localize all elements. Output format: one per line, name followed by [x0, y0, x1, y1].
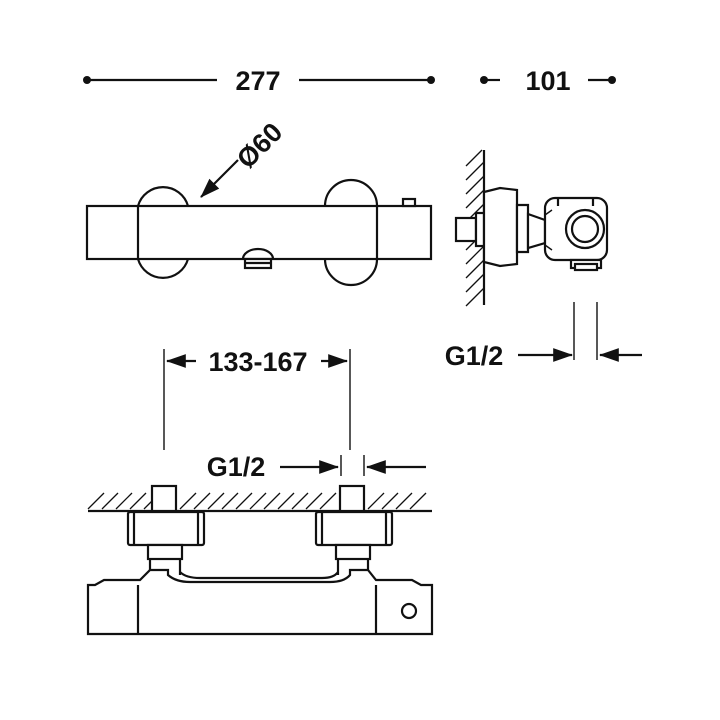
dimension-endpoint	[608, 76, 616, 84]
left-nut	[146, 543, 184, 561]
front-knobs	[136, 178, 379, 287]
dimension-endpoint	[427, 76, 435, 84]
left-coupling	[126, 510, 206, 547]
dimension-diameter: Ø60	[200, 117, 288, 198]
side-flange	[482, 186, 519, 268]
left-knob-bottom	[136, 258, 190, 279]
total-length-label: 277	[235, 66, 280, 96]
side-fixture	[454, 186, 609, 272]
body-hole	[400, 602, 418, 620]
dimension-total-length: 277	[83, 66, 435, 96]
depth-label: 101	[525, 66, 570, 96]
thread-bottom-label: G1/2	[207, 452, 266, 482]
mixer-body-top	[86, 568, 434, 636]
front-outlet	[241, 247, 275, 270]
right-nut	[334, 543, 372, 561]
right-coupling	[314, 510, 394, 547]
center-distance-label: 133-167	[208, 347, 307, 377]
top-view: 133-167 G1/2	[86, 347, 434, 636]
left-wall-inlet	[150, 484, 178, 513]
mixer-body-front	[85, 204, 433, 261]
right-knob-top	[323, 178, 379, 207]
right-knob-bottom	[323, 258, 379, 287]
bottom-wall	[87, 492, 432, 513]
top-nub	[401, 197, 417, 208]
right-wall-inlet	[338, 484, 366, 513]
dimension-depth: 101	[480, 66, 616, 96]
thread-side-label: G1/2	[445, 341, 504, 371]
diameter-label: Ø60	[231, 117, 288, 174]
side-knob-ring	[570, 214, 600, 244]
front-view: 277 Ø60	[83, 66, 435, 287]
dimension-thread-side: G1/2	[445, 302, 642, 371]
side-view: 101	[445, 66, 642, 371]
side-connector	[454, 216, 478, 243]
dimension-center-distance: 133-167	[163, 347, 351, 450]
dimension-thread-bottom: G1/2	[207, 452, 426, 482]
left-knob-top	[136, 186, 190, 207]
